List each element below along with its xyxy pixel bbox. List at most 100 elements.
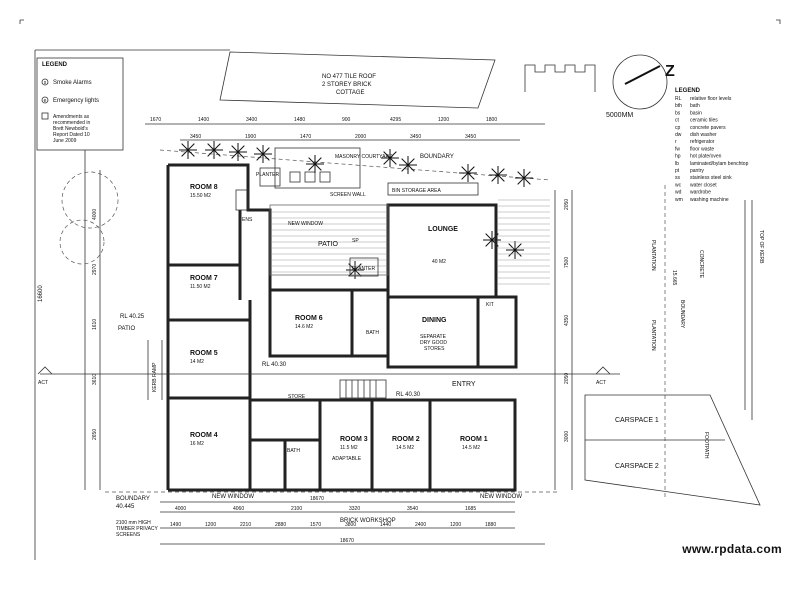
- rl-level-3: RL 40.30: [396, 392, 421, 398]
- top-dim-7: 1800: [486, 117, 497, 123]
- boundary-right-dim: 15.665: [671, 270, 677, 286]
- tree-icon: [205, 141, 223, 159]
- bottom2-dim-3: 2880: [275, 522, 286, 528]
- kit-label: KIT: [486, 302, 494, 308]
- legend-code-bth: bth: [675, 103, 682, 109]
- masonry-courtyard: MASONRY COURTYARD PLANTER: [256, 147, 393, 189]
- patio-left-label: PATIO: [118, 326, 135, 332]
- planter-label-mid: PLANTER: [352, 266, 375, 272]
- legend-desc-hp: hot plate/oven: [690, 154, 722, 160]
- legend-desc-wd: wardrobe: [690, 190, 711, 196]
- legend-desc-cp: concrete pavers: [690, 125, 726, 131]
- legend-code-wc: wc: [675, 182, 682, 188]
- smoke-alarm-icon: [41, 78, 49, 86]
- room2-area: 14.5 M2: [396, 445, 414, 451]
- adaptable-label: ADAPTABLE: [332, 456, 362, 462]
- tree-icon: [399, 156, 417, 174]
- patio-top-label: PATIO: [318, 241, 339, 248]
- room3-name: ROOM 3: [340, 436, 368, 443]
- legend-code-wm: wm: [675, 197, 683, 203]
- scale-label: 5000MM: [606, 112, 633, 119]
- legend-amend-3: Brett Newbold's: [53, 126, 88, 132]
- legend-desc-dw: dish washer: [690, 132, 717, 138]
- room7-area: 11.50 M2: [190, 284, 211, 290]
- room6-name: ROOM 6: [295, 315, 323, 322]
- tree-icon: [306, 155, 324, 173]
- legend-amend-2: recommended in: [53, 120, 90, 126]
- bottom2-dim-7: 2400: [415, 522, 426, 528]
- legend-desc-bth: bath: [690, 103, 700, 109]
- bottom1-dim-4: 3540: [407, 506, 418, 512]
- legend-desc-fw: floor waste: [690, 146, 714, 152]
- bottom2-dim-5: 3800: [345, 522, 356, 528]
- legend-code-pt: pt: [675, 168, 680, 174]
- legend-desc-r: refrigerator: [690, 139, 715, 145]
- legend-desc-bs: basin: [690, 110, 702, 116]
- bottom2-dim-2: 2210: [240, 522, 251, 528]
- bottom2-dim-8: 1200: [450, 522, 461, 528]
- top-dim2-2: 1470: [300, 134, 311, 140]
- sp-label: SP: [352, 238, 359, 244]
- right-dim-0: 2050: [564, 199, 570, 210]
- legend-amend-1: Amendments as: [53, 114, 90, 120]
- svg-text:e: e: [44, 98, 47, 104]
- left-dim-3: 3610: [92, 374, 98, 385]
- driveway-paving: [498, 199, 550, 285]
- legend-code-wd: wd: [675, 190, 682, 196]
- legend-code-ss: ss: [675, 175, 681, 181]
- privacy-screen-line1: 2100 mm HIGH: [116, 520, 151, 526]
- bottom2-dim-9: 1880: [485, 522, 496, 528]
- svg-text:LEGEND: LEGEND: [675, 88, 701, 94]
- legend-desc-wm: washing machine: [690, 197, 729, 203]
- concrete-label: CONCRETE: [698, 250, 704, 279]
- legend-code-cp: cp: [675, 125, 681, 131]
- tree-canopy-left-1: [61, 171, 119, 229]
- top-dim2-0: 3450: [190, 134, 201, 140]
- right-dim-4: 3000: [564, 431, 570, 442]
- top-dim-0: 1670: [150, 117, 161, 123]
- top-dim-3: 1480: [294, 117, 305, 123]
- privacy-screen-line2: TIMBER PRIVACY: [116, 526, 159, 532]
- north-mark: Z: [665, 63, 675, 80]
- room8-area: 15.50 M2: [190, 193, 211, 199]
- room4-area: 16 M2: [190, 441, 204, 447]
- bottom1-dim-0: 4000: [175, 506, 186, 512]
- bin-storage-label: BIN STORAGE AREA: [392, 188, 441, 194]
- bottom2-dim-0: 1490: [170, 522, 181, 528]
- room2-name: ROOM 2: [392, 436, 420, 443]
- square-icon: [41, 112, 49, 120]
- top-dim2-1: 1900: [245, 134, 256, 140]
- legend-desc-ss: stainless steel sink: [690, 175, 732, 181]
- svg-text:STORES: STORES: [424, 346, 445, 352]
- tree-icon: [506, 241, 524, 259]
- bottom-total-dim: 18670: [310, 496, 324, 502]
- lounge-name: LOUNGE: [428, 226, 458, 233]
- tree-icon: [179, 141, 197, 159]
- privacy-screen-line3: SCREENS: [116, 532, 141, 538]
- room4-name: ROOM 4: [190, 432, 218, 439]
- new-window-bottom-2: NEW WINDOW: [480, 494, 522, 500]
- boundary-top-label: BOUNDARY: [420, 154, 454, 160]
- top-boundary-line: [159, 149, 551, 181]
- emergency-light-icon: [41, 96, 49, 104]
- rl-level-4: 40.445: [116, 504, 135, 510]
- bottom-total-dim-2: 18670: [340, 538, 354, 544]
- legend-code-fw: fw: [675, 146, 680, 152]
- legend-left-title: LEGEND: [42, 62, 68, 68]
- carspaces: CARSPACE 1 CARSPACE 2 FOOTPATH: [584, 394, 761, 506]
- room1-area: 14.5 M2: [462, 445, 480, 451]
- legend-code-r: r: [675, 139, 677, 145]
- room1-name: ROOM 1: [460, 436, 488, 443]
- patio-paving: [269, 204, 389, 276]
- tree-icon: [483, 231, 501, 249]
- plantation-1: PLANTATION: [650, 240, 656, 271]
- store-label: STORE: [288, 394, 306, 400]
- left-dim-2: 1610: [92, 319, 98, 330]
- tree-canopy-left-2: [59, 219, 105, 265]
- top-dim2-4: 3450: [410, 134, 421, 140]
